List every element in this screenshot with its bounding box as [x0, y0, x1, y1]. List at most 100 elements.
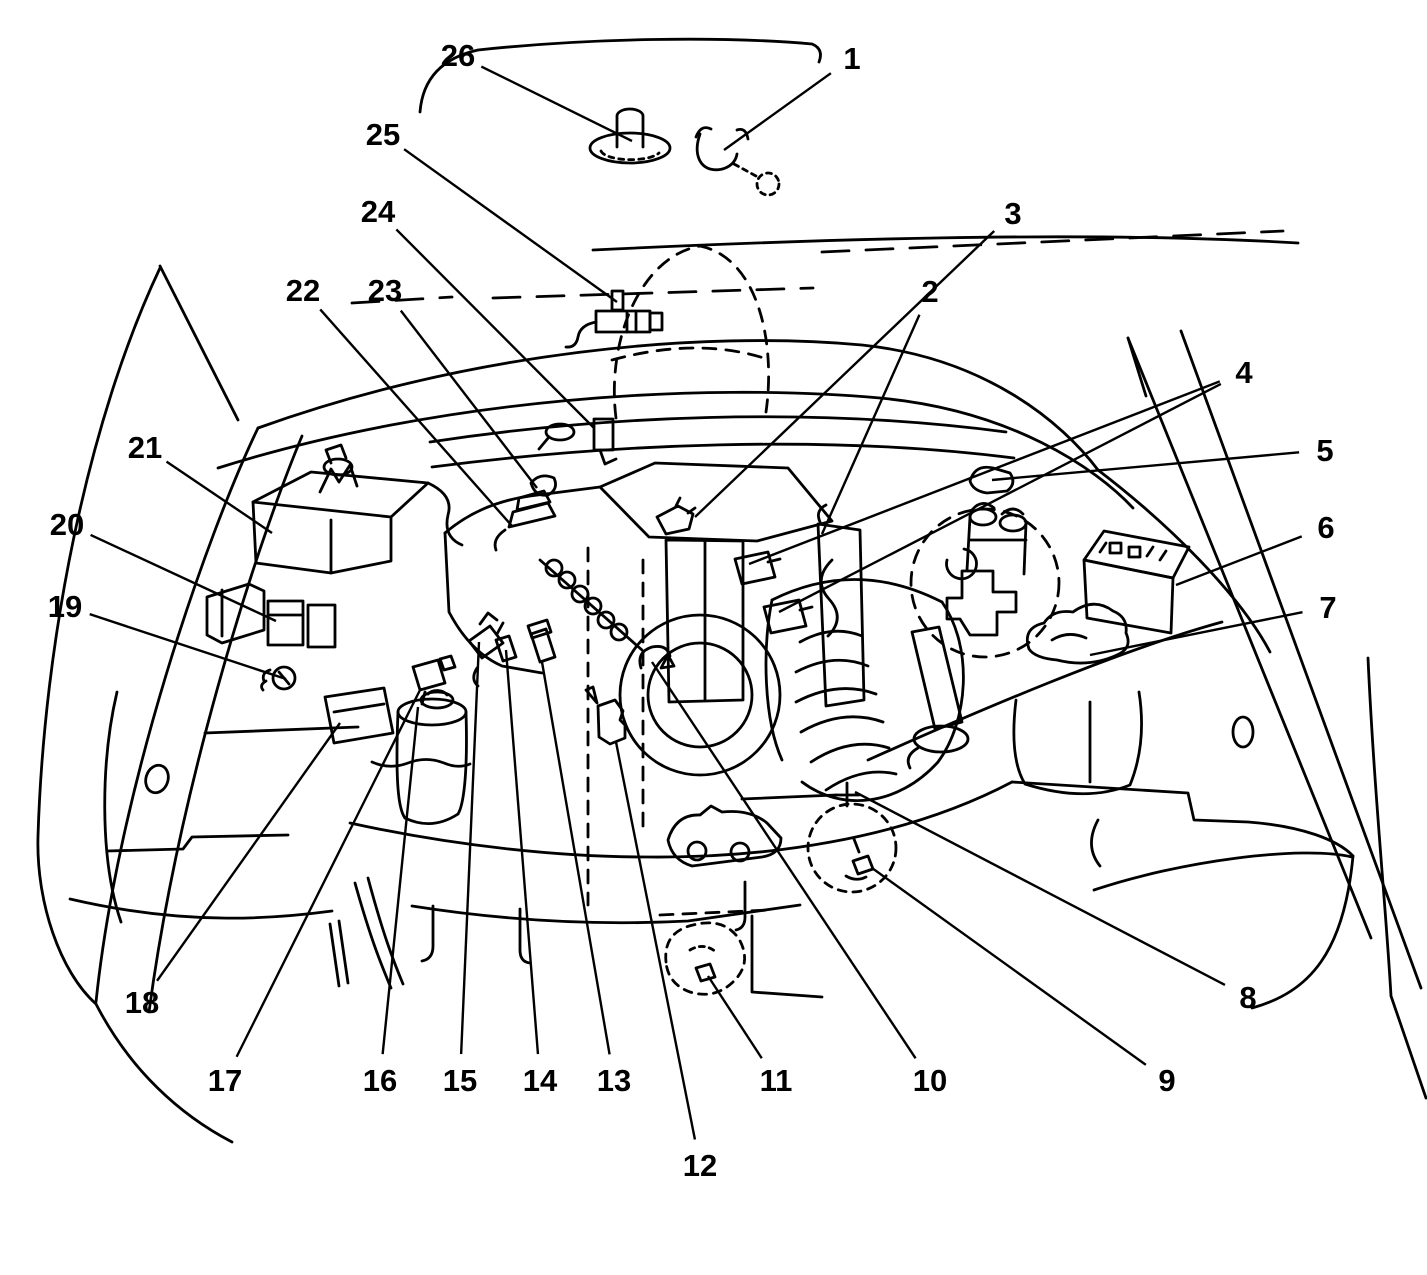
line-art-path	[732, 162, 758, 178]
line-art-path	[646, 641, 754, 749]
ignition-coil-bracket	[816, 503, 866, 708]
exhaust-heat-shield	[764, 578, 965, 802]
callout-leader-9	[871, 867, 1147, 1066]
line-art-path	[318, 463, 359, 494]
line-art-path	[610, 346, 772, 362]
line-art-path	[970, 502, 1025, 516]
line-art-path	[1090, 818, 1102, 868]
retainer-clip-part	[694, 126, 781, 197]
coolant-temp-sensor-19	[260, 665, 297, 692]
line-art-path	[438, 654, 457, 672]
line-art-path	[1098, 541, 1168, 562]
line-art-path	[666, 804, 783, 868]
line-art-path	[809, 742, 891, 764]
callout-label-14: 14	[523, 1063, 558, 1098]
line-art-path	[658, 908, 772, 917]
callout-leader-16	[381, 706, 420, 1055]
strut-cylinder	[906, 625, 970, 770]
line-art-path	[1108, 541, 1142, 559]
line-art-path	[419, 690, 455, 710]
line-art-path	[332, 702, 386, 714]
line-art-path	[1012, 690, 1143, 796]
line-art-path	[591, 235, 1300, 252]
line-art-path	[564, 320, 598, 349]
line-art-path	[418, 37, 822, 114]
line-art-path	[306, 603, 337, 649]
line-art-path	[599, 149, 661, 162]
line-art-path	[734, 880, 747, 932]
line-art-path	[648, 311, 664, 332]
callout-label-15: 15	[443, 1063, 477, 1098]
bolt-14	[494, 621, 518, 663]
line-art-path	[800, 600, 965, 802]
line-art-path	[1126, 336, 1148, 398]
fuel-rail-stud-13	[526, 618, 557, 664]
callout-leader-24	[395, 228, 595, 429]
line-art-path	[594, 309, 652, 334]
line-art-path	[478, 611, 499, 626]
grommet-part	[588, 107, 672, 165]
line-art-path	[912, 724, 970, 754]
line-art-path	[515, 489, 552, 512]
line-art-path	[844, 874, 868, 881]
line-art-path	[1082, 558, 1175, 635]
callout-leader-13	[540, 661, 611, 1055]
vehicle-body-outline	[36, 37, 1427, 1144]
callout-leader-14	[504, 649, 540, 1055]
line-art-path	[493, 528, 507, 552]
hose-clamp-23	[529, 474, 557, 497]
callout-label-11: 11	[760, 1063, 793, 1098]
line-art-path	[910, 625, 964, 731]
line-art-path	[1050, 633, 1088, 642]
line-art-path	[328, 919, 350, 988]
callout-leader-7	[1089, 610, 1303, 657]
callout-leader-19	[89, 613, 287, 681]
line-art-path	[694, 962, 717, 983]
callout-label-10: 10	[913, 1063, 947, 1098]
line-art-path	[733, 550, 777, 586]
cowl-bracket	[968, 465, 1015, 495]
line-art-path	[609, 622, 629, 642]
line-art-path	[403, 812, 460, 825]
line-art-path	[1231, 715, 1255, 749]
throttle-body-opening	[618, 613, 782, 777]
line-art-path	[105, 833, 290, 853]
callout-leader-6	[1175, 535, 1303, 587]
callout-leader-5	[991, 451, 1300, 482]
line-art-path	[1025, 602, 1130, 665]
line-art-path	[638, 645, 672, 670]
callout-leader-26	[480, 65, 633, 143]
callout-leader-12	[614, 741, 697, 1140]
line-art-path	[688, 945, 718, 954]
line-art-path	[256, 339, 1100, 472]
line-art-path	[1096, 468, 1272, 654]
callout-label-8: 8	[1239, 980, 1256, 1015]
line-art-path	[410, 903, 802, 925]
line-art-path	[529, 627, 557, 664]
line-art-path	[443, 531, 544, 675]
line-art-path	[615, 107, 645, 149]
callout-leader-20	[90, 533, 277, 623]
line-art-path	[824, 770, 898, 792]
line-art-path	[664, 921, 746, 996]
callout-label-3: 3	[1004, 196, 1021, 231]
line-art-path	[158, 264, 240, 422]
line-art-path	[851, 854, 875, 876]
line-art-path	[495, 621, 505, 636]
callout-label-1: 1	[843, 41, 860, 76]
line-art-path	[770, 578, 944, 604]
line-art-path	[596, 610, 616, 630]
line-art-path	[659, 653, 676, 670]
line-art-path	[764, 598, 784, 762]
line-art-path	[94, 426, 260, 1004]
line-art-path	[584, 685, 599, 705]
line-art-path	[323, 686, 395, 745]
hook-clip-10	[638, 645, 676, 670]
left-relay-bank	[205, 582, 337, 649]
line-art-path	[794, 658, 870, 674]
line-art-path	[1092, 851, 1354, 892]
line-art-path	[834, 781, 861, 808]
line-art-path	[820, 229, 1285, 254]
callout-label-5: 5	[1316, 433, 1333, 468]
